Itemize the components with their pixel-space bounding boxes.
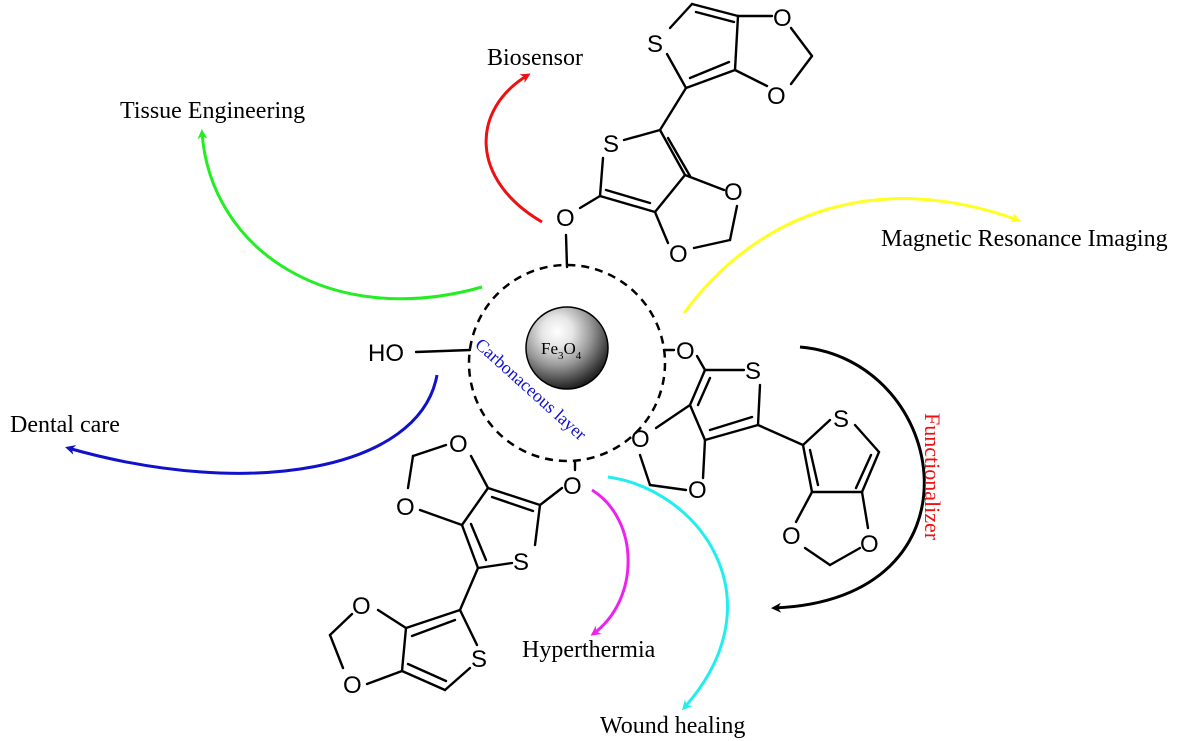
- hyperthermia-arrow: [590, 488, 630, 636]
- wound-healing-arrow: [607, 475, 729, 711]
- hydroxyl-bond: [414, 348, 472, 354]
- fe3o4-label: Fe3O4: [541, 339, 582, 362]
- oxygen-atom: O: [767, 83, 786, 110]
- right-functional-group: O S O O S O O: [631, 338, 881, 567]
- oxygen-atom: O: [773, 5, 792, 32]
- oxygen-atom: O: [449, 431, 468, 458]
- hydroxyl-group-label: HO: [368, 340, 404, 367]
- sulfur-atom: S: [745, 358, 761, 385]
- oxygen-atom: O: [396, 494, 415, 521]
- oxygen-atom: O: [563, 473, 582, 500]
- functionalizer-label: Functionalizer: [920, 413, 945, 541]
- dental-care-label: Dental care: [10, 412, 120, 438]
- bottom-functional-group: O S O O S O O: [328, 431, 582, 699]
- tissue-engineering-label: Tissue Engineering: [120, 98, 305, 124]
- mri-arrow: [682, 197, 1021, 314]
- mri-label: Magnetic Resonance Imaging: [881, 226, 1168, 252]
- wound-healing-label: Wound healing: [600, 713, 745, 739]
- functionalizer-arrow: [771, 345, 926, 613]
- oxygen-atom: O: [631, 426, 650, 453]
- sulfur-atom: S: [833, 406, 849, 433]
- sulfur-atom: S: [647, 31, 663, 58]
- oxygen-atom: O: [556, 205, 575, 232]
- oxygen-atom: O: [352, 593, 371, 620]
- oxygen-atom: O: [676, 338, 695, 365]
- top-functional-group: O S O O S O O: [556, 2, 814, 269]
- biosensor-label: Biosensor: [487, 45, 583, 71]
- sulfur-atom: S: [471, 646, 487, 673]
- oxygen-atom: O: [688, 477, 707, 504]
- fe3o4-nanoparticle: [525, 306, 609, 390]
- tissue-engineering-arrow: [197, 129, 483, 301]
- oxygen-atom: O: [860, 531, 879, 558]
- sulfur-atom: S: [513, 549, 529, 576]
- oxygen-atom: O: [782, 523, 801, 550]
- biosensor-arrow: [484, 73, 543, 224]
- dental-care-arrow: [65, 374, 439, 475]
- oxygen-atom: O: [724, 179, 743, 206]
- oxygen-atom: O: [343, 672, 362, 699]
- sulfur-atom: S: [603, 131, 619, 158]
- carbonaceous-layer-ring: [467, 263, 667, 463]
- oxygen-atom: O: [669, 241, 688, 268]
- hyperthermia-label: Hyperthermia: [522, 637, 656, 663]
